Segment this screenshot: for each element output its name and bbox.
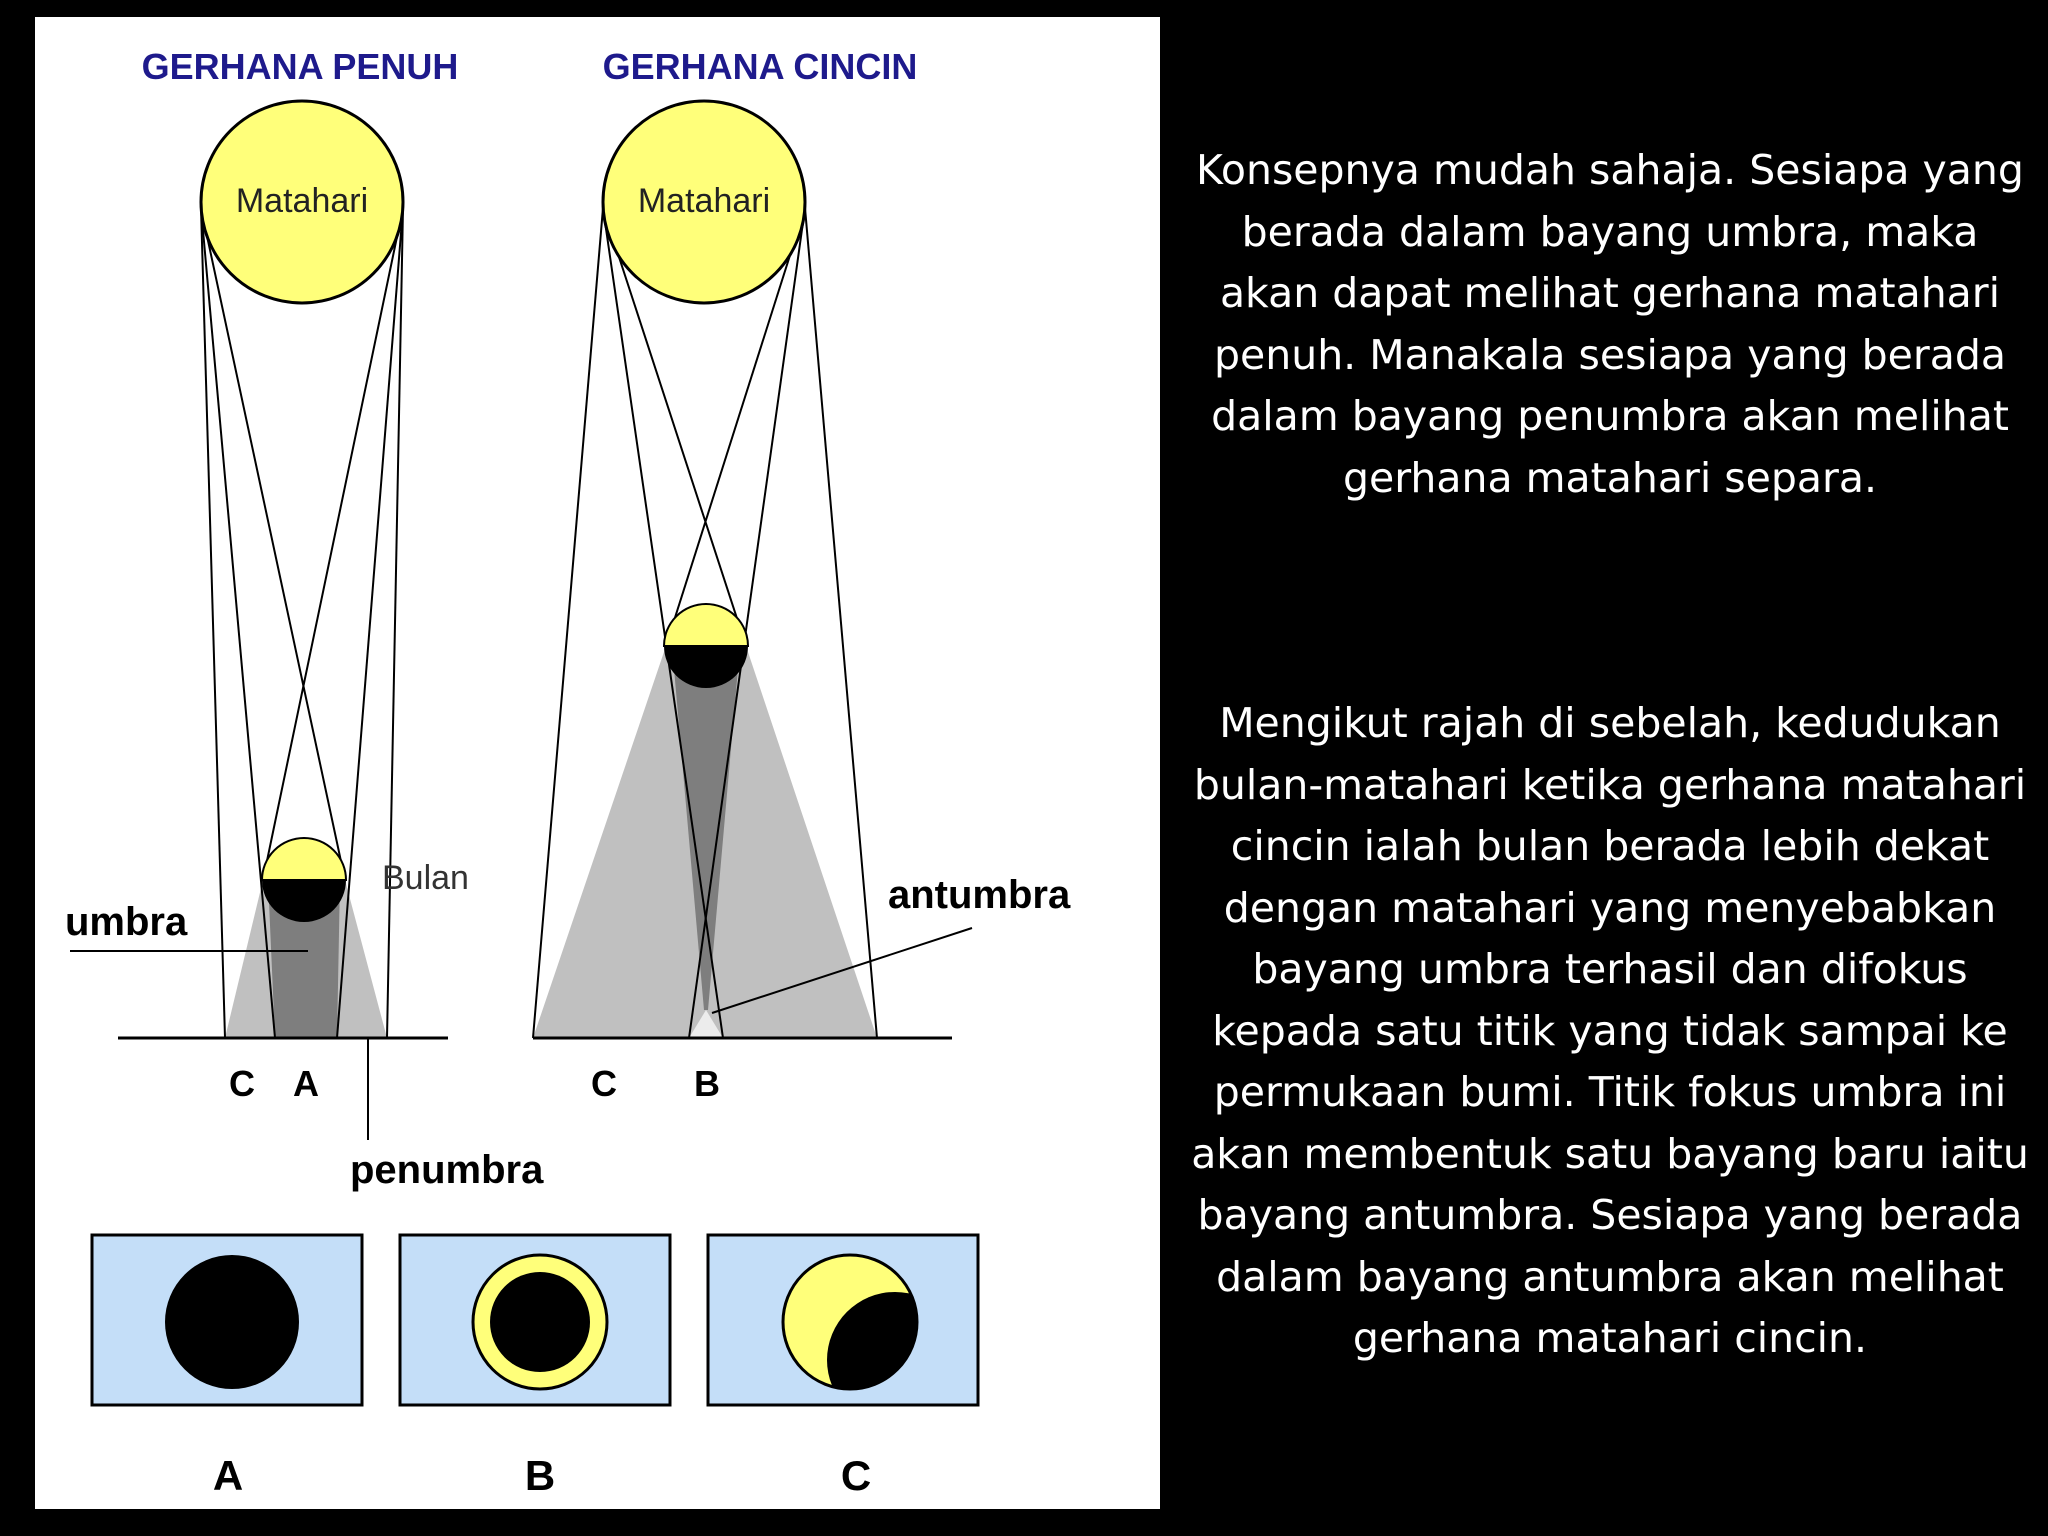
moon-left xyxy=(260,837,348,922)
inset-a-total xyxy=(90,1233,364,1407)
explanation-paragraph-1: Konsepnya mudah sahaja. Sesiapa yang ber… xyxy=(1196,146,2024,502)
explanation-paragraph-2: Mengikut rajah di sebelah, kedudukan bul… xyxy=(1191,699,2029,1362)
heading-annular-eclipse: GERHANA CINCIN xyxy=(603,46,918,87)
total-eclipse-scene: Matahari Bulan umbra penumbra C A xyxy=(65,99,544,1192)
annular-eclipse-scene: Matahari antumbra C B xyxy=(532,99,1071,1104)
inset-a-caption: A xyxy=(213,1452,243,1499)
sun-label-left: Matahari xyxy=(236,182,368,220)
antumbra-shadow xyxy=(689,1010,723,1038)
point-c-left: C xyxy=(229,1063,255,1104)
penumbra-label: penumbra xyxy=(350,1148,544,1192)
moon-label: Bulan xyxy=(382,859,469,897)
point-a: A xyxy=(293,1063,319,1104)
point-c-right: C xyxy=(591,1063,617,1104)
eclipse-diagram: GERHANA PENUH GERHANA CINCIN Matahari Bu… xyxy=(35,17,1160,1509)
sun-rays-right xyxy=(532,207,878,1039)
sun-left xyxy=(199,99,405,305)
inset-b-annular xyxy=(398,1233,672,1407)
sun-right xyxy=(601,99,807,305)
sun-rays-left xyxy=(200,207,404,1039)
antumbra-label: antumbra xyxy=(888,873,1071,917)
heading-total-eclipse: GERHANA PENUH xyxy=(142,46,459,87)
umbra-label: umbra xyxy=(65,900,188,944)
inset-b-caption: B xyxy=(525,1452,555,1499)
moon-right xyxy=(662,603,750,688)
point-b: B xyxy=(694,1063,720,1104)
inset-c-caption: C xyxy=(841,1452,871,1499)
umbra-shadow-left xyxy=(268,880,340,1038)
sun-label-right: Matahari xyxy=(638,182,770,220)
inset-c-partial xyxy=(706,1233,980,1407)
umbra-shadow-right xyxy=(672,646,740,1010)
antumbra-pointer xyxy=(711,927,973,1014)
